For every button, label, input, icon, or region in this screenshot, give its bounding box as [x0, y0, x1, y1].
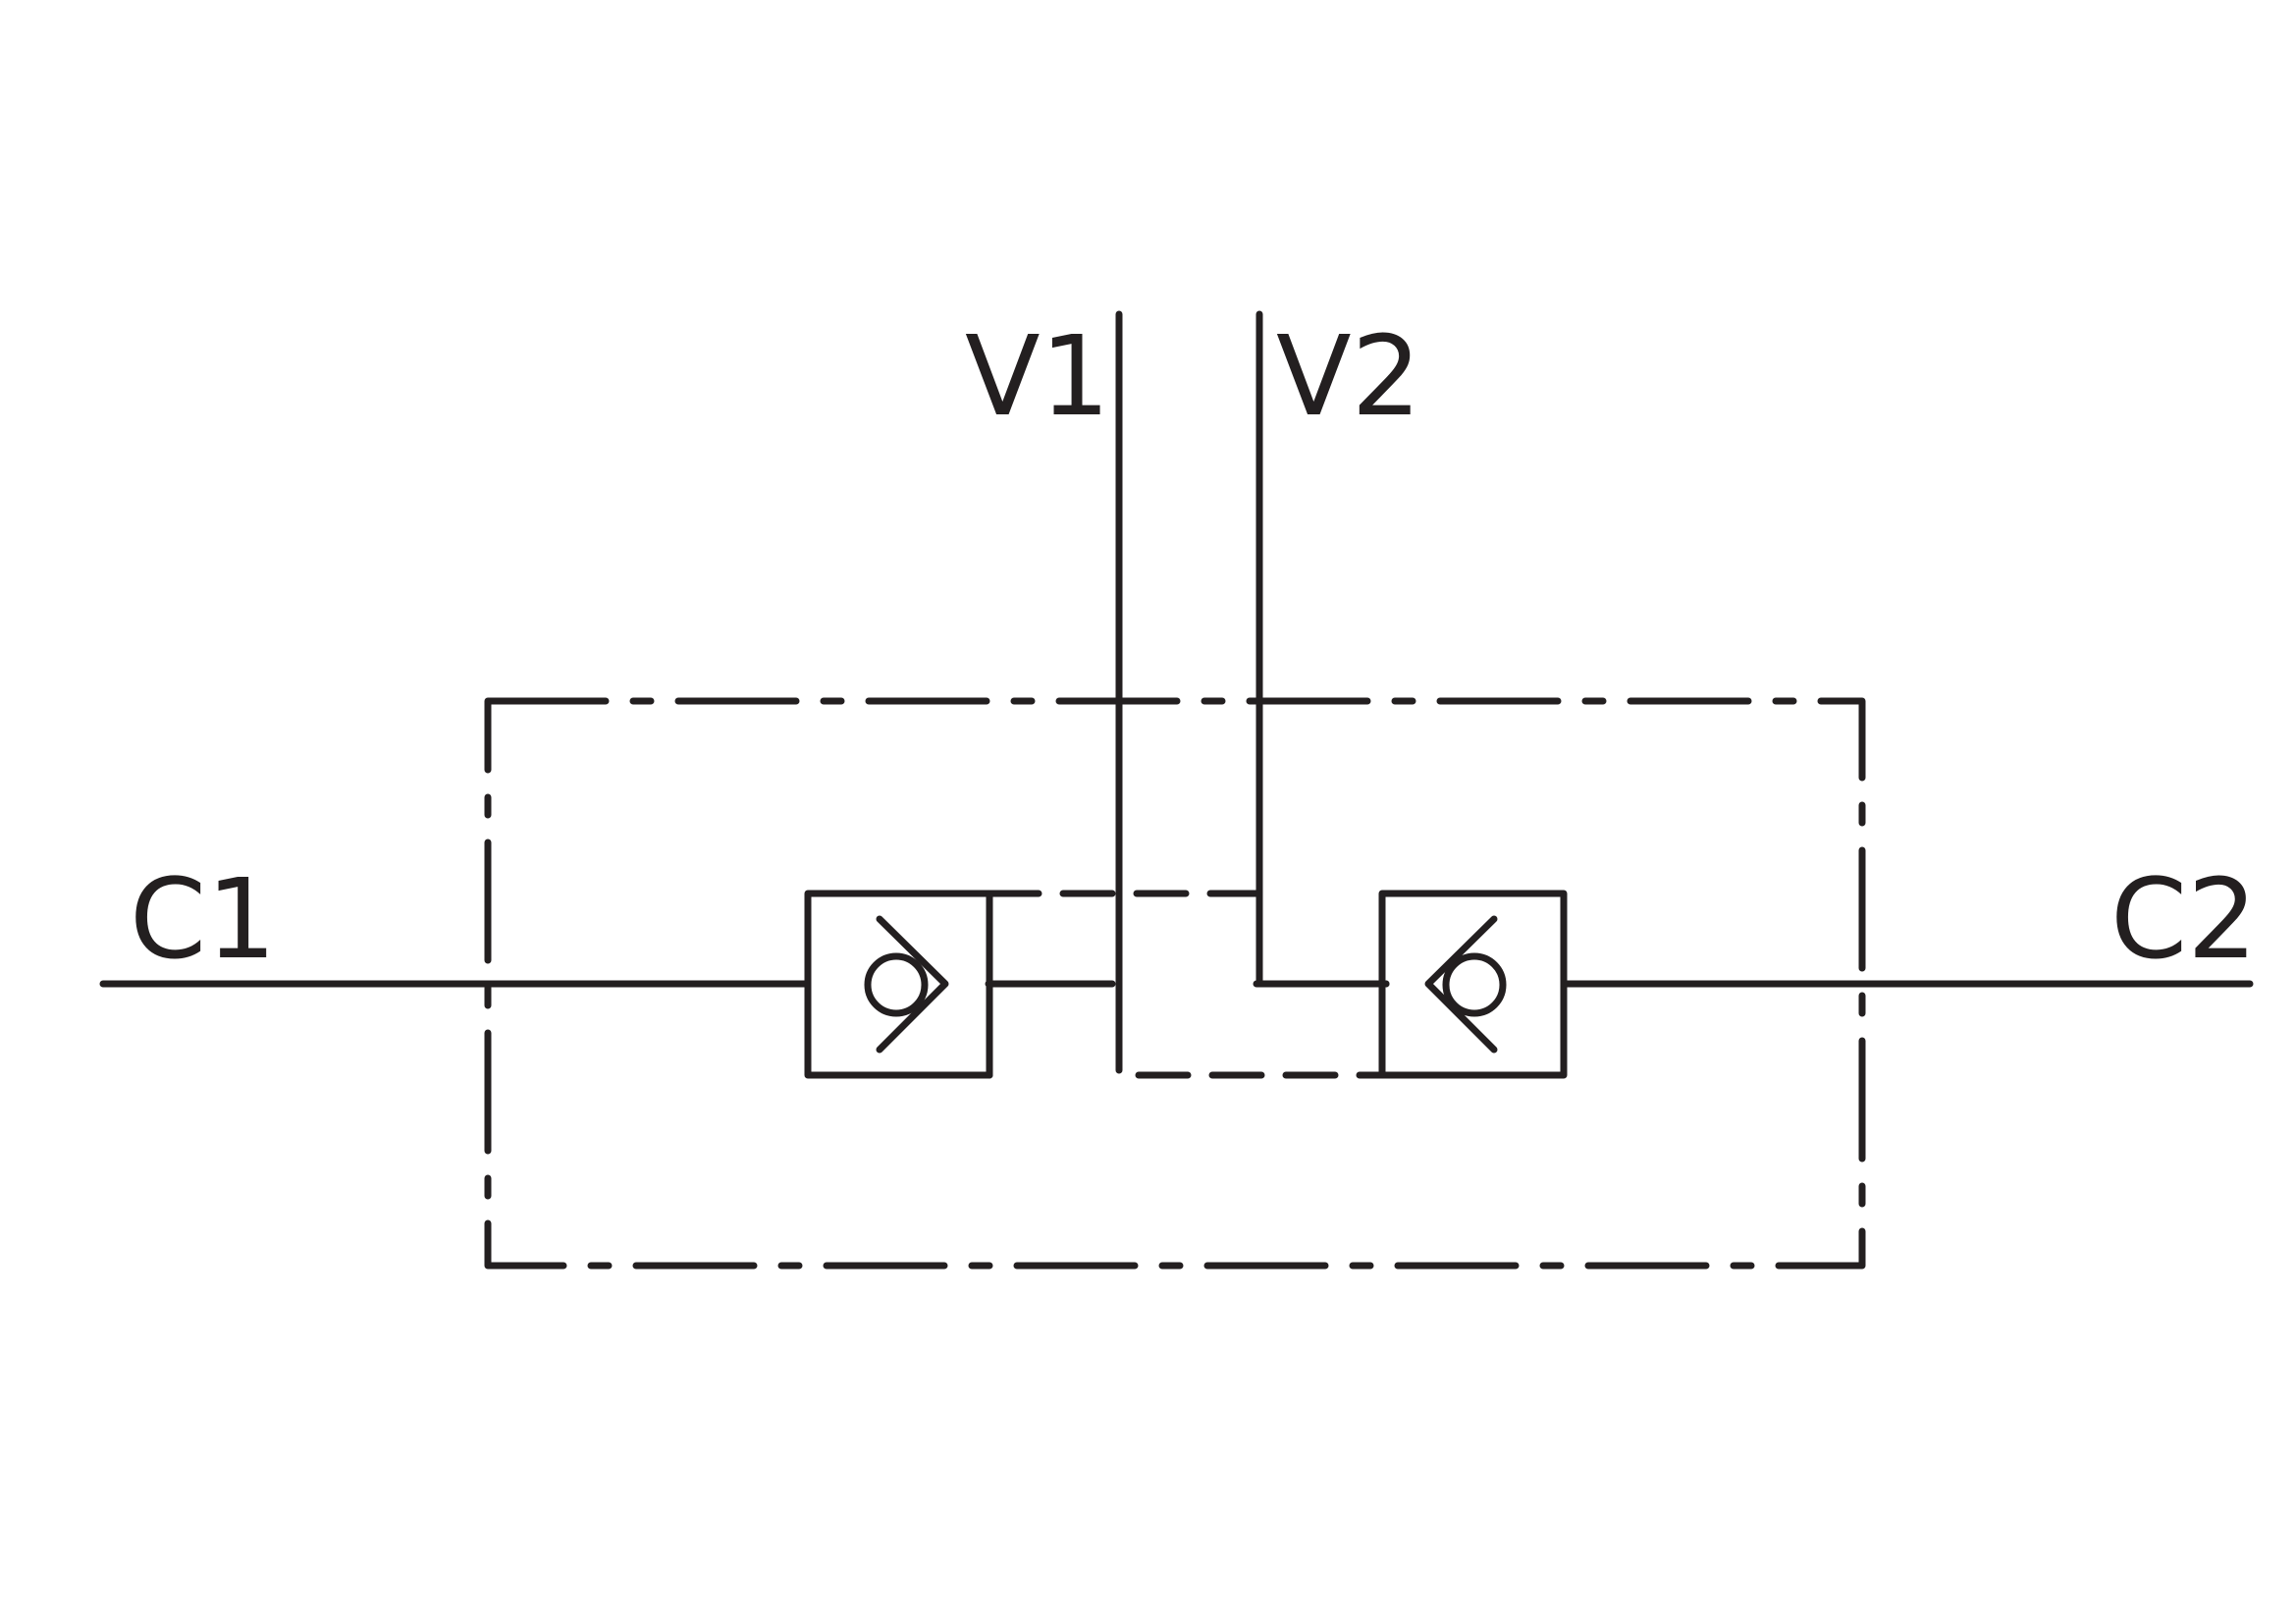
left-check-seat-icon — [876, 915, 949, 1054]
pilot-line-right — [1115, 1017, 1386, 1079]
left-check-ball-icon — [864, 952, 929, 1017]
right-valve-box — [1378, 890, 1568, 1079]
port-label-c1: C1 — [130, 856, 276, 984]
port-label-c2: C2 — [2110, 856, 2257, 984]
right-check-ball-icon — [1442, 952, 1507, 1017]
port-label-v1: V1 — [965, 313, 1110, 441]
line-v2 — [1255, 310, 1390, 988]
right-check-seat-icon — [1424, 915, 1498, 1054]
left-valve-box — [804, 890, 993, 1079]
valve-body-boundary — [484, 697, 1866, 1270]
port-label-v2: V2 — [1276, 313, 1421, 441]
